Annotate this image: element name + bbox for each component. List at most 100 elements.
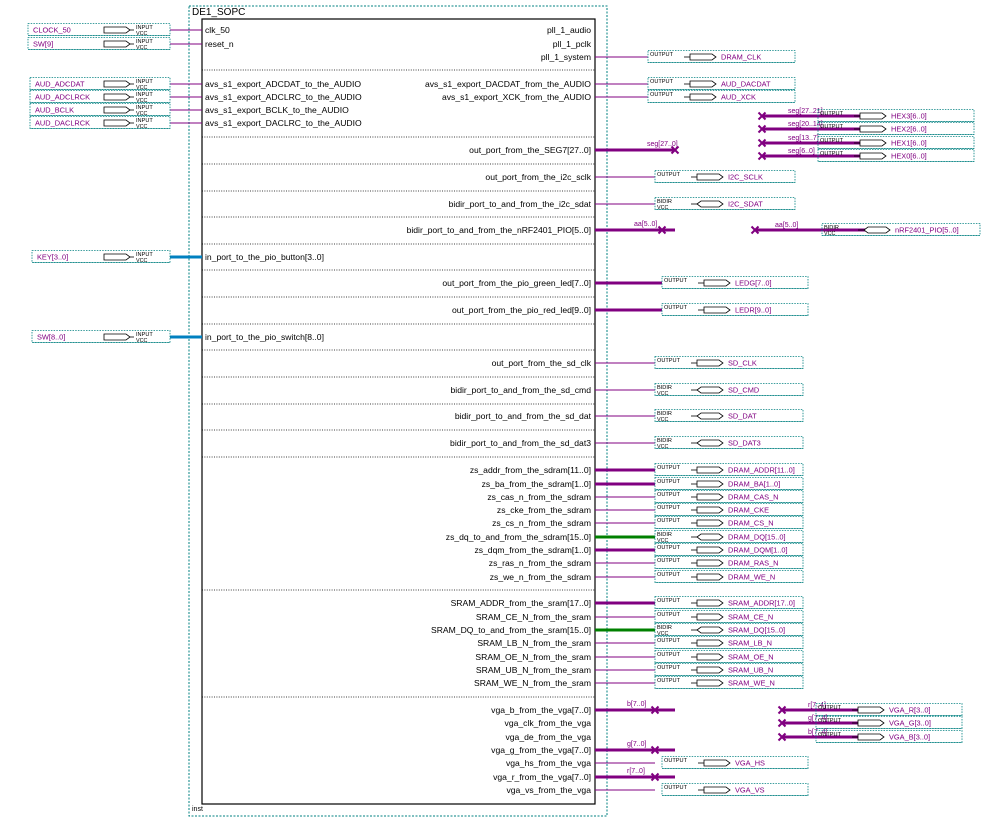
right-port-out-port-from-the-pio-red-led-9-0[interactable]: out_port_from_the_pio_red_led[9..0]OUTPU… bbox=[452, 303, 809, 316]
right-port-sram-dq-to-and-from-the-sram-15-0[interactable]: SRAM_DQ_to_and_from_the_sram[15..0]BIDIR… bbox=[431, 623, 804, 638]
left-port-avs-s1-export-adcdat-to-the-audio[interactable]: avs_s1_export_ADCDAT_to_the_AUDIOAUD_ADC… bbox=[29, 77, 361, 92]
right-port-vga-r-from-the-vga-7-0[interactable]: vga_r_from_the_vga[7..0]r[7..0] bbox=[493, 768, 675, 782]
right-port-pll-1-audio[interactable]: pll_1_audio bbox=[547, 25, 591, 35]
left-port-avs-s1-export-daclrc-to-the-audio[interactable]: avs_s1_export_DACLRC_to_the_AUDIOAUD_DAC… bbox=[29, 116, 362, 131]
right-port-bidir-port-to-and-from-the-nrf2401-pio-5-0[interactable]: bidir_port_to_and_from_the_nRF2401_PIO[5… bbox=[407, 221, 675, 235]
right-port-vga-b-from-the-vga-7-0[interactable]: vga_b_from_the_vga[7..0]b[7..0] bbox=[491, 701, 675, 715]
right-port-out-port-from-the-pio-green-led-7-0[interactable]: out_port_from_the_pio_green_led[7..0]OUT… bbox=[442, 276, 809, 289]
component-body[interactable] bbox=[201, 18, 596, 805]
right-port-pll-1-pclk[interactable]: pll_1_pclk bbox=[553, 39, 592, 49]
left-port-in-port-to-the-pio-switch-8-0[interactable]: in_port_to_the_pio_switch[8..0]SW[8..0]I… bbox=[31, 330, 324, 345]
right-port-vga-clk-from-the-vga[interactable]: vga_clk_from_the_vga bbox=[505, 718, 592, 728]
right-port-vga-de-from-the-vga[interactable]: vga_de_from_the_vga bbox=[505, 732, 591, 742]
right-port-zs-dq-to-and-from-the-sdram-15-0[interactable]: zs_dq_to_and_from_the_sdram[15..0]BIDIRV… bbox=[446, 530, 804, 545]
right-port-out-port-from-the-seg7-27-0[interactable]: out_port_from_the_SEG7[27..0]seg[27..0] bbox=[469, 141, 680, 155]
right-port-vga-g-from-the-vga-7-0[interactable]: vga_g_from_the_vga[7..0]g[7..0] bbox=[491, 741, 675, 755]
left-port-avs-s1-export-adclrc-to-the-audio[interactable]: avs_s1_export_ADCLRC_to_the_AUDIOAUD_ADC… bbox=[29, 90, 362, 105]
left-port-in-port-to-the-pio-button-3-0[interactable]: in_port_to_the_pio_button[3..0]KEY[3..0]… bbox=[31, 250, 324, 265]
